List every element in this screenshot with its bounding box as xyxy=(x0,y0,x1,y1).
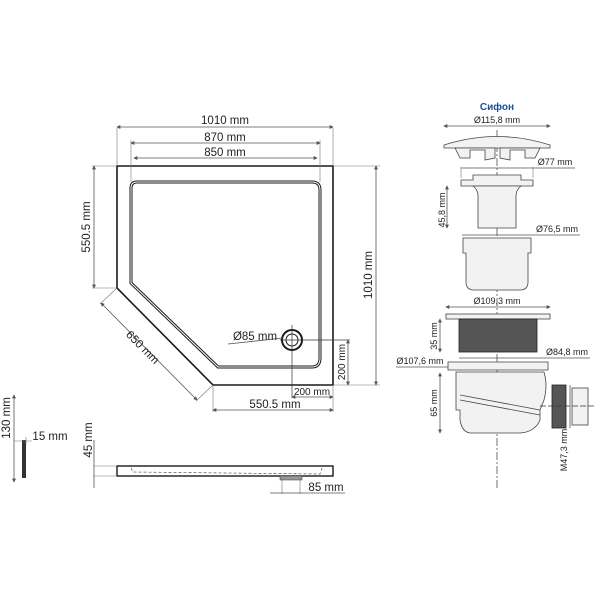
siphon-body-flange xyxy=(447,361,549,371)
tray-outline xyxy=(116,165,334,386)
dim-flange-diameter: Ø109,3 mm xyxy=(473,296,520,306)
dim-drain-height: 85 mm xyxy=(308,482,343,494)
dim-body-flange-diameter: Ø107,6 mm xyxy=(396,356,443,366)
tray-side-view: 45 mm 85 mm xyxy=(83,422,345,494)
dim-inner-width-outer: 870 mm xyxy=(204,132,246,144)
dim-cup-diameter: Ø76,5 mm xyxy=(536,224,578,234)
siphon-outlet-thread xyxy=(551,384,567,429)
siphon-outlet-nut xyxy=(571,387,589,426)
dim-body-height: 65 mm xyxy=(429,389,439,417)
tray-side-outline xyxy=(116,465,334,477)
siphon-cup xyxy=(462,237,532,291)
dim-overall-width: 1010 mm xyxy=(201,115,249,127)
drain-outlet xyxy=(279,475,303,481)
siphon-thread xyxy=(458,318,538,353)
dim-drain-diameter: Ø85 mm xyxy=(233,331,277,343)
tray-top-view: 1010 mm 870 mm 850 mm 550.5 mm 650 mm 10… xyxy=(81,115,380,412)
dim-bottom-side-width: 550.5 mm xyxy=(249,399,300,411)
edge-profile-shape xyxy=(22,440,26,478)
dim-outlet-thread: M47,3 mm xyxy=(559,429,569,472)
dim-thread-height: 35 mm xyxy=(429,322,439,350)
edge-profile: 130 mm 15 mm xyxy=(1,394,68,483)
dim-left-side-height: 550.5 mm xyxy=(81,201,93,252)
siphon-flange xyxy=(445,313,551,320)
siphon-strainer xyxy=(460,174,534,187)
siphon-cap xyxy=(443,136,551,149)
dim-overall-depth: 1010 mm xyxy=(363,251,375,299)
dim-edge-height: 130 mm xyxy=(1,397,13,439)
dim-diagonal-side: 650 mm xyxy=(123,329,161,367)
dim-edge-width: 15 mm xyxy=(32,431,67,443)
siphon-drawing: Сифон Ø115,8 mm Ø77 mm 45,8 mm Ø76,5 mm … xyxy=(396,101,595,490)
dim-inner-width-inner: 850 mm xyxy=(204,147,246,159)
dim-side-height: 45 mm xyxy=(83,422,95,457)
dim-strainer-height: 45,8 mm xyxy=(437,192,447,227)
dim-thread-diameter: Ø84,8 mm xyxy=(546,347,588,357)
dim-cap-diameter: Ø115,8 mm xyxy=(474,115,520,125)
dim-drain-offset-x: 200 mm xyxy=(294,387,330,398)
dim-strainer-diameter: Ø77 mm xyxy=(538,157,573,167)
siphon-title: Сифон xyxy=(480,101,514,113)
dim-drain-offset-y: 200 mm xyxy=(337,344,348,380)
